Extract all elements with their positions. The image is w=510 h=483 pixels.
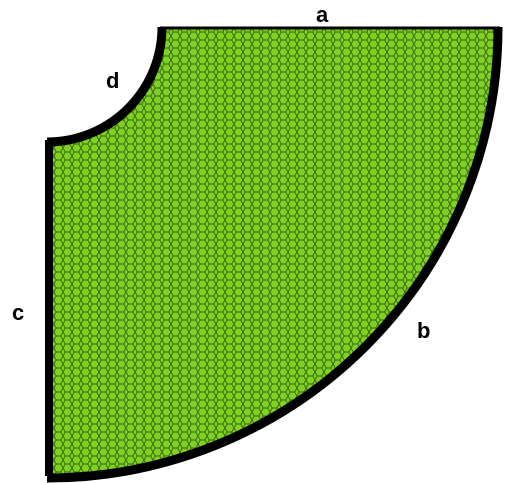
label-a: a [316, 2, 329, 27]
label-d: d [106, 68, 119, 93]
label-c: c [12, 300, 24, 325]
boundary-edge-d [46, 26, 167, 147]
mesh-region [47, 27, 500, 480]
label-b: b [417, 318, 430, 343]
boundary-edge-b [46, 26, 503, 483]
